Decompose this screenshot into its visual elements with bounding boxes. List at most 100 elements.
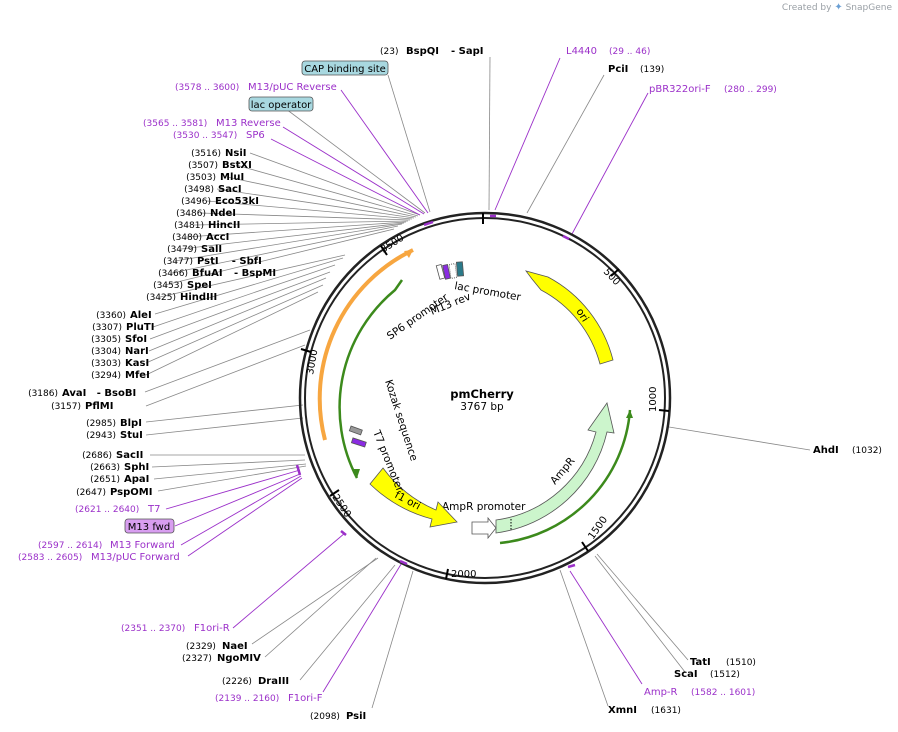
- primer-range-l4440: (29 .. 46): [609, 47, 650, 57]
- site-pos-nsii: (3516): [191, 149, 221, 159]
- site-name-pcii: PciI: [608, 64, 628, 75]
- cap-binding-site-label: CAP binding site: [304, 64, 386, 75]
- site-pos-sphi: (2663): [90, 463, 120, 473]
- tick-marks: [300, 213, 670, 580]
- site-name-avai: AvaI: [62, 388, 86, 399]
- primer-name-m13-reverse: M13 Reverse: [216, 118, 281, 129]
- site-name-sphi: SphI: [124, 462, 149, 473]
- left-top-sites: NsiI(3516)BstXI(3507)MluI(3503)SacI(3498…: [146, 148, 276, 303]
- plasmid-size: 3767 bp: [460, 401, 504, 413]
- site-pos-sacii: (2686): [82, 451, 112, 461]
- site-name-nari: NarI: [125, 346, 149, 357]
- primer-range-m13-forward: (2597 .. 2614): [38, 541, 102, 551]
- feature-ampr-promoter-arrow: [471, 516, 497, 540]
- site-pos-spei: (3453): [153, 281, 183, 291]
- site-pos-pspomi: (2647): [76, 488, 106, 498]
- site-pos-draiii: (2226): [222, 677, 252, 687]
- site-pos-psii: (2098): [310, 712, 340, 722]
- site-pos-hindiii: (3425): [146, 293, 176, 303]
- primer-range-sp6: (3530 .. 3547): [173, 131, 237, 141]
- snapgene-branding: Created by ✦ SnapGene: [782, 2, 892, 13]
- site-pos-ahdi: (1032): [852, 446, 882, 456]
- site-name-stui: StuI: [120, 430, 143, 441]
- tick-label-3500: 3500: [379, 233, 406, 256]
- site-pos-psti: (3477): [163, 257, 193, 267]
- site-name-pluti: PluTI: [126, 322, 154, 333]
- tick-label-2500: 2500: [330, 493, 353, 520]
- site-name-pspomi: PspOMI: [110, 487, 152, 498]
- site-name-pflmi: PflMI: [85, 401, 113, 412]
- site-pos-pluti: (3307): [92, 323, 122, 333]
- feature-m13-rev-label: M13 rev: [429, 291, 473, 318]
- site-pos-nari: (3304): [91, 347, 121, 357]
- site-pos-mfei: (3294): [91, 371, 121, 381]
- site-pos-kasi: (3303): [91, 359, 121, 369]
- feature-green-arc: [338, 279, 404, 479]
- lac-operator-label: lac operator: [251, 100, 312, 111]
- branding-name: SnapGene: [845, 3, 892, 13]
- site-name-hincii: HincII: [208, 220, 240, 231]
- feature-mcherry-arc: [317, 248, 414, 441]
- site-name-bspmi: - BspMI: [234, 268, 276, 279]
- site-pos-alei: (3360): [96, 311, 126, 321]
- backbone: [298, 211, 672, 585]
- branding-prefix: Created by: [781, 3, 832, 13]
- primer-name-f1ori-f: F1ori-F: [288, 693, 323, 704]
- primer-name-m13-puc-reverse: M13/pUC Reverse: [248, 82, 337, 93]
- primer-name-t7: T7: [147, 504, 160, 515]
- leader-lines: [144, 56, 811, 709]
- site-pos-apai: (2651): [90, 475, 120, 485]
- site-pos-tati: (1510): [726, 658, 756, 668]
- site-name-spei: SpeI: [187, 280, 212, 291]
- site-name-naei: NaeI: [222, 641, 248, 652]
- site-name-kasi: KasI: [125, 358, 149, 369]
- ampr-strand-line: [499, 409, 632, 545]
- primer-range-m13-puc-reverse: (3578 .. 3600): [175, 83, 239, 93]
- primer-range-pbr322ori-f: (280 .. 299): [724, 85, 777, 95]
- lac-operator-box: [248, 96, 314, 112]
- site-name-sali: SalI: [201, 244, 222, 255]
- site-pos-blpi: (2985): [86, 419, 116, 429]
- site-pos-bspqi: (23): [380, 47, 398, 57]
- site-pos-scai: (1512): [710, 670, 740, 680]
- tick-label-3000: 3000: [305, 349, 320, 376]
- plasmid-name: pmCherry: [450, 387, 514, 401]
- site-pos-saci: (3498): [184, 185, 214, 195]
- site-name-mfei: MfeI: [125, 370, 150, 381]
- site-name-sbfi: - SbfI: [232, 256, 262, 267]
- site-pos-pflmi: (3157): [51, 402, 81, 412]
- site-name-nsii: NsiI: [225, 148, 246, 159]
- primer-name-m13-forward: M13 Forward: [110, 540, 175, 551]
- site-pos-bstxi: (3507): [188, 161, 218, 171]
- primer-name-l4440: L4440: [566, 46, 597, 57]
- primer-name-f1ori-r: F1ori-R: [194, 623, 230, 634]
- site-pos-naei: (2329): [186, 642, 216, 652]
- site-name-xmni: XmnI: [608, 705, 637, 716]
- site-pos-ndei: (3486): [176, 209, 206, 219]
- site-name-sacii: SacII: [116, 450, 143, 461]
- site-pos-xmni: (1631): [651, 706, 681, 716]
- primer-range-f1ori-r: (2351 .. 2370): [121, 624, 185, 634]
- site-pos-mlui: (3503): [186, 173, 216, 183]
- primer-name-sp6: SP6: [246, 130, 265, 141]
- site-pos-hincii: (3481): [174, 221, 204, 231]
- feature-small-boxes: [348, 261, 465, 448]
- site-name-saci: SacI: [218, 184, 242, 195]
- left-low-sites: AvaI(3186)- BsoBIPflMI(3157)BlpI(2985)St…: [28, 388, 152, 498]
- site-name-mlui: MluI: [220, 172, 244, 183]
- site-name-draiii: DraIII: [258, 676, 289, 687]
- site-name-blpi: BlpI: [120, 418, 142, 429]
- m13-fwd-box: [124, 518, 175, 534]
- primer-range-f1ori-f: (2139 .. 2160): [215, 694, 279, 704]
- primer-name-amp-r: Amp-R: [644, 687, 678, 698]
- site-name-acci: AccI: [206, 232, 229, 243]
- site-pos-ngomiv: (2327): [182, 654, 212, 664]
- primer-range-t7: (2621 .. 2640): [75, 505, 139, 515]
- site-pos-acci: (3480): [172, 233, 202, 243]
- tick-label-2000: 2000: [451, 569, 476, 580]
- site-name-sapi: - SapI: [451, 46, 483, 57]
- site-pos-avai: (3186): [28, 389, 58, 399]
- feature-ampr-arrow: [495, 402, 615, 534]
- feature-ori-arrow: [524, 270, 614, 365]
- primer-range-amp-r: (1582 .. 1601): [691, 688, 755, 698]
